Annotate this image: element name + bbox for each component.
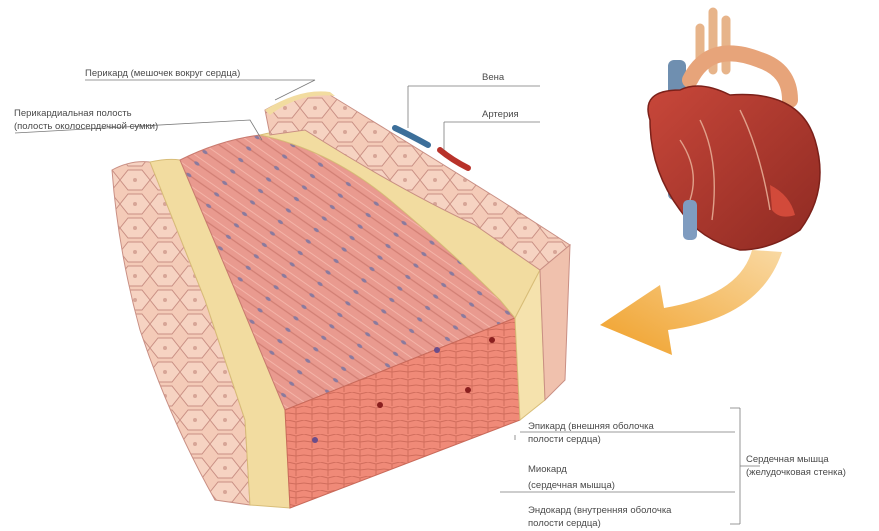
label-endocardium-1: Эндокард (внутренняя оболочка — [528, 505, 671, 517]
label-vein: Вена — [482, 72, 504, 84]
label-heart-muscle-2: (желудочковая стенка) — [746, 467, 846, 479]
tissue-block — [112, 91, 570, 508]
label-heart-muscle-1: Сердечная мышца — [746, 454, 829, 466]
label-endocardium-2: полости сердца) — [528, 518, 601, 530]
label-epicardium-1: Эпикард (внешняя оболочка — [528, 421, 654, 433]
label-artery: Артерия — [482, 109, 519, 121]
label-myocardium-1: Миокард — [528, 464, 567, 476]
label-pericardial-cavity-1: Перикардиальная полость — [14, 108, 132, 120]
label-epicardium-2: полости сердца) — [528, 434, 601, 446]
pericardium-right-face — [540, 245, 570, 400]
pointer-arrow — [600, 250, 782, 355]
heart-illustration — [648, 12, 820, 250]
label-pericardial-cavity-2: (полость околосердечной сумки) — [14, 121, 158, 133]
label-pericardium: Перикард (мешочек вокруг сердца) — [85, 68, 240, 80]
label-myocardium-2: (сердечная мышца) — [528, 480, 615, 492]
